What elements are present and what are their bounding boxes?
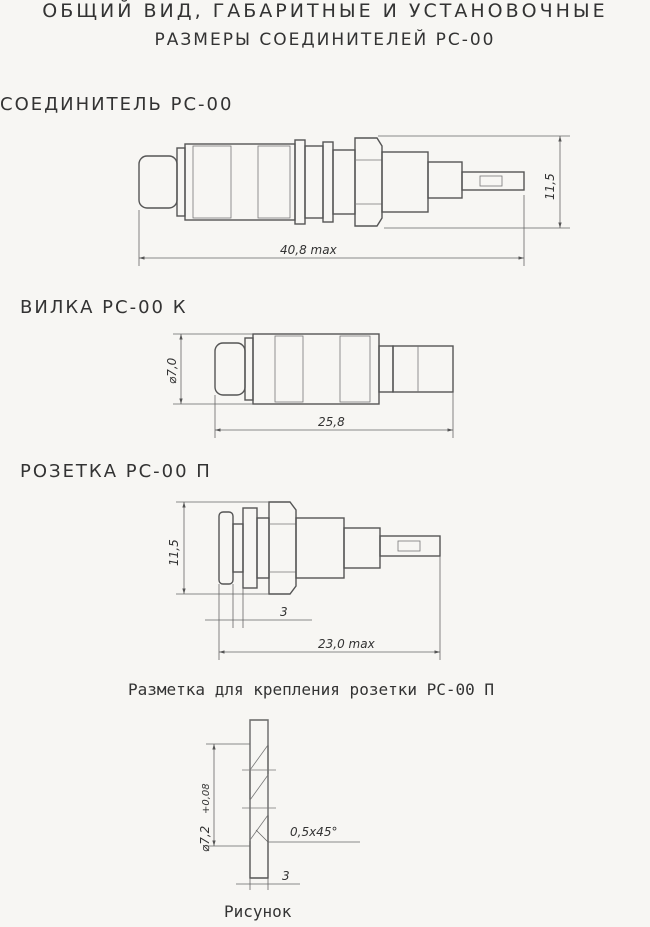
- socket-drawing: [176, 501, 441, 660]
- plug-length-dim: 25,8: [318, 415, 345, 429]
- marking-small-dim: 3: [282, 869, 290, 883]
- title-line-2: РАЗМЕРЫ СОЕДИНИТЕЛЕЙ РС-00: [154, 30, 496, 50]
- socket-small-dim: 3: [280, 605, 288, 619]
- heading-plug: ВИЛКА РС-00 К: [20, 297, 188, 318]
- figure-label: Рисунок: [224, 902, 292, 921]
- marking-drawing: [206, 719, 360, 890]
- connector-height-dim: 11,5: [543, 173, 557, 200]
- marking-tolerance: +0,08: [201, 783, 212, 814]
- heading-socket: РОЗЕТКА РС-00 П: [20, 461, 212, 482]
- socket-length-dim: 23,0 max: [318, 637, 376, 651]
- plug-drawing: [173, 333, 454, 438]
- socket-height-dim: 11,5: [167, 539, 181, 566]
- connector-drawing: [138, 135, 570, 266]
- marking-diameter-dim: ⌀7,2: [198, 826, 212, 852]
- title-line-1: ОБЩИЙ ВИД, ГАБАРИТНЫЕ И УСТАНОВОЧНЫЕ: [42, 0, 608, 22]
- plug-diameter-dim: ⌀7,0: [165, 357, 179, 384]
- marking-chamfer-dim: 0,5x45°: [290, 825, 337, 839]
- heading-connector: СОЕДИНИТЕЛЬ РС-00: [0, 94, 234, 115]
- connector-length-dim: 40,8 max: [280, 243, 338, 257]
- marking-caption: Разметка для крепления розетки РС-00 П: [128, 680, 495, 699]
